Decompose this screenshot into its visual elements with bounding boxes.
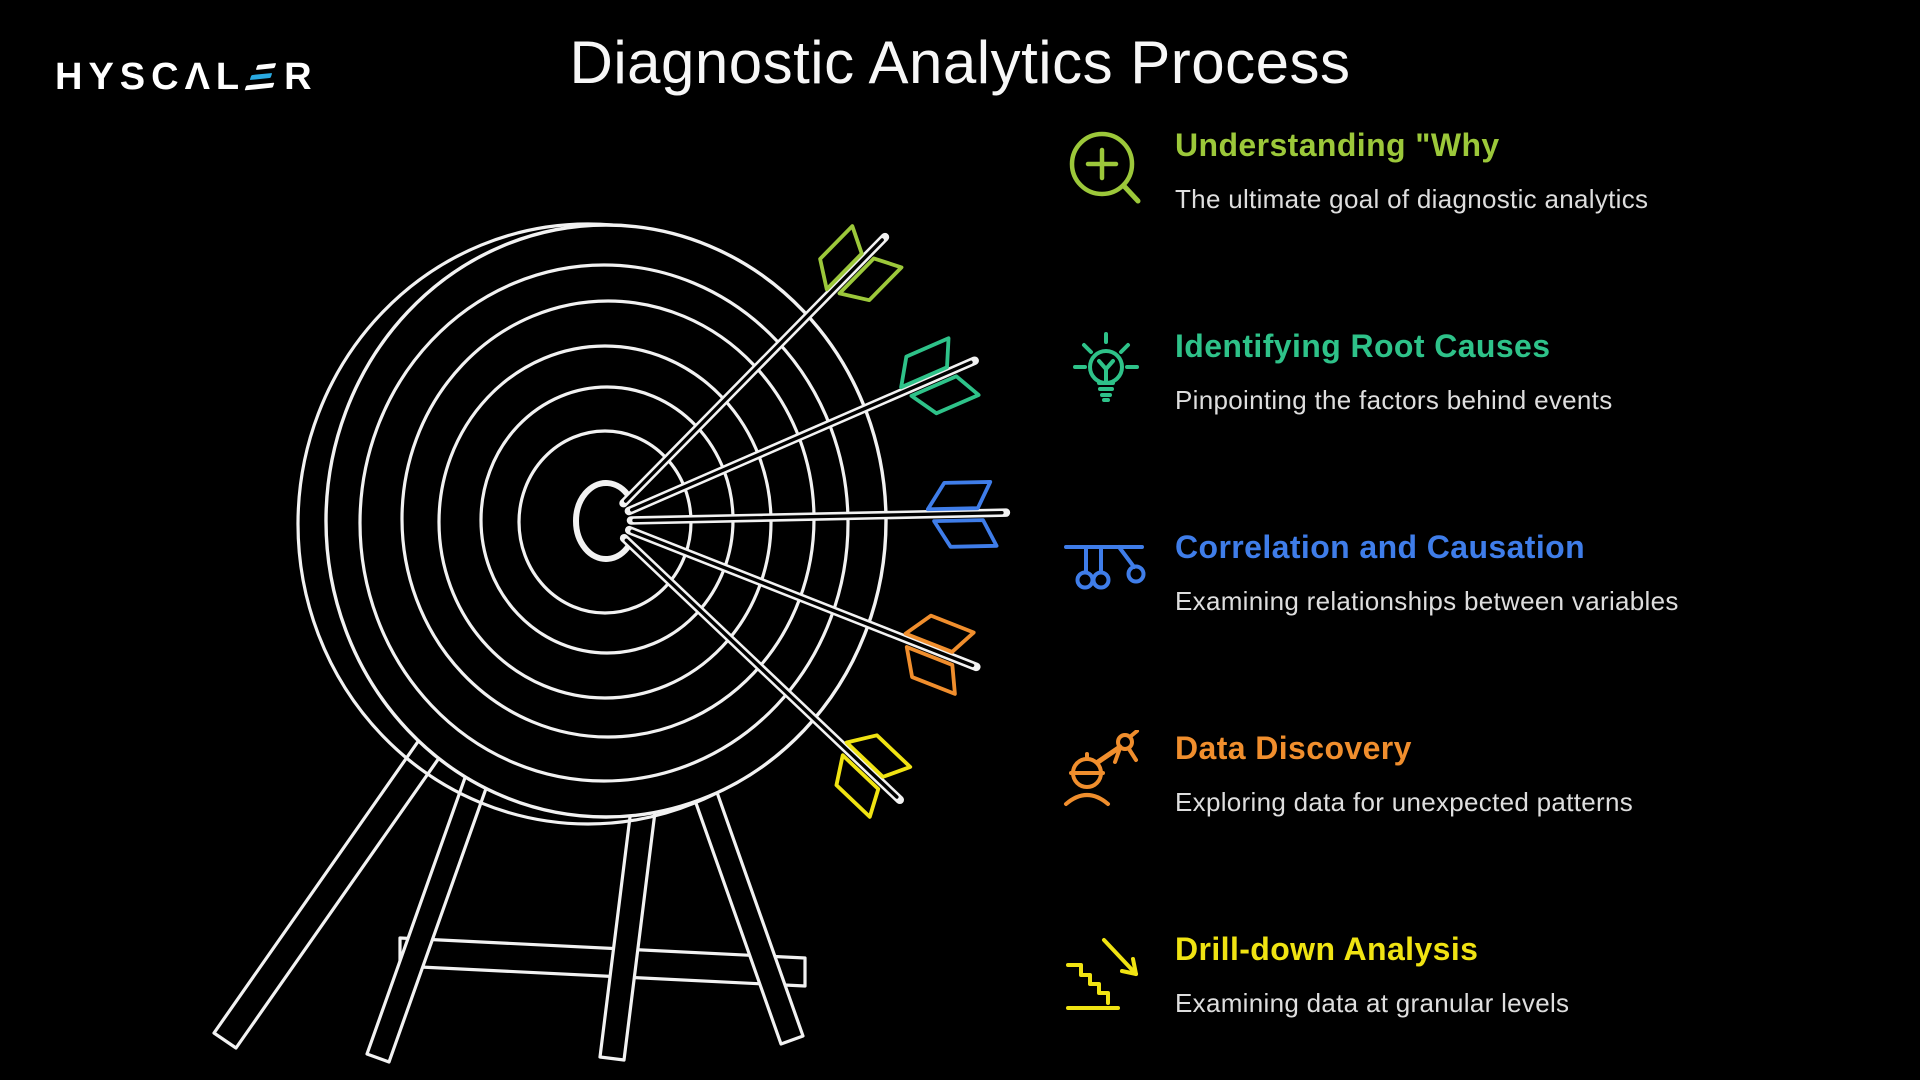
target-ring bbox=[358, 263, 850, 783]
step-subtitle: The ultimate goal of diagnostic analytic… bbox=[1175, 184, 1649, 215]
arrow-green bbox=[619, 224, 904, 508]
dartboard-illustration bbox=[212, 222, 1011, 1064]
arrow-teal-fletching bbox=[899, 336, 981, 416]
arrow-blue-fletching bbox=[925, 480, 999, 549]
pendulum-icon bbox=[1064, 545, 1146, 590]
arrow-green-fletching bbox=[818, 224, 904, 303]
step-subtitle: Examining relationships between variable… bbox=[1175, 586, 1679, 617]
arrow-teal bbox=[624, 336, 981, 516]
arrow-yellow bbox=[619, 533, 913, 819]
person-discovery-icon bbox=[1064, 730, 1139, 806]
step-subtitle: Pinpointing the factors behind events bbox=[1175, 385, 1613, 416]
step-title: Drill-down Analysis bbox=[1175, 930, 1479, 967]
target-ring bbox=[437, 344, 773, 700]
arrow-orange bbox=[625, 525, 981, 696]
step-title: Identifying Root Causes bbox=[1175, 327, 1551, 364]
step-row-identifying-root-causes: Identifying Root Causes Pinpointing the … bbox=[1062, 318, 1613, 426]
brand-logo: HYSCΛL R bbox=[55, 57, 318, 97]
arrow-orange-fletching bbox=[903, 613, 976, 696]
brand-logo-text-suffix: R bbox=[284, 56, 318, 98]
stairs-down-icon bbox=[1066, 938, 1138, 1010]
zoom-in-magnifier-icon bbox=[1069, 131, 1141, 204]
step-row-data-discovery: Data Discovery Exploring data for unexpe… bbox=[1062, 720, 1633, 828]
step-title: Correlation and Causation bbox=[1175, 528, 1586, 565]
easel-crossbar bbox=[398, 936, 807, 988]
step-title: Understanding "Why bbox=[1175, 126, 1500, 163]
arrow-yellow-fletching bbox=[834, 733, 913, 819]
step-subtitle: Examining data at granular levels bbox=[1175, 988, 1570, 1019]
step-title: Data Discovery bbox=[1175, 729, 1412, 766]
lightbulb-icon bbox=[1073, 332, 1139, 402]
step-row-correlation-causation: Correlation and Causation Examining rela… bbox=[1062, 519, 1679, 627]
bullseye bbox=[573, 480, 632, 562]
arrow-blue bbox=[626, 480, 1011, 549]
page-title: Diagnostic Analytics Process bbox=[569, 29, 1351, 96]
brand-logo-text: HYSCΛL bbox=[55, 56, 246, 98]
step-subtitle: Exploring data for unexpected patterns bbox=[1175, 787, 1634, 818]
step-row-understanding-why: Understanding "Why The ultimate goal of … bbox=[1062, 117, 1648, 225]
step-row-drill-down-analysis: Drill-down Analysis Examining data at gr… bbox=[1062, 921, 1569, 1029]
